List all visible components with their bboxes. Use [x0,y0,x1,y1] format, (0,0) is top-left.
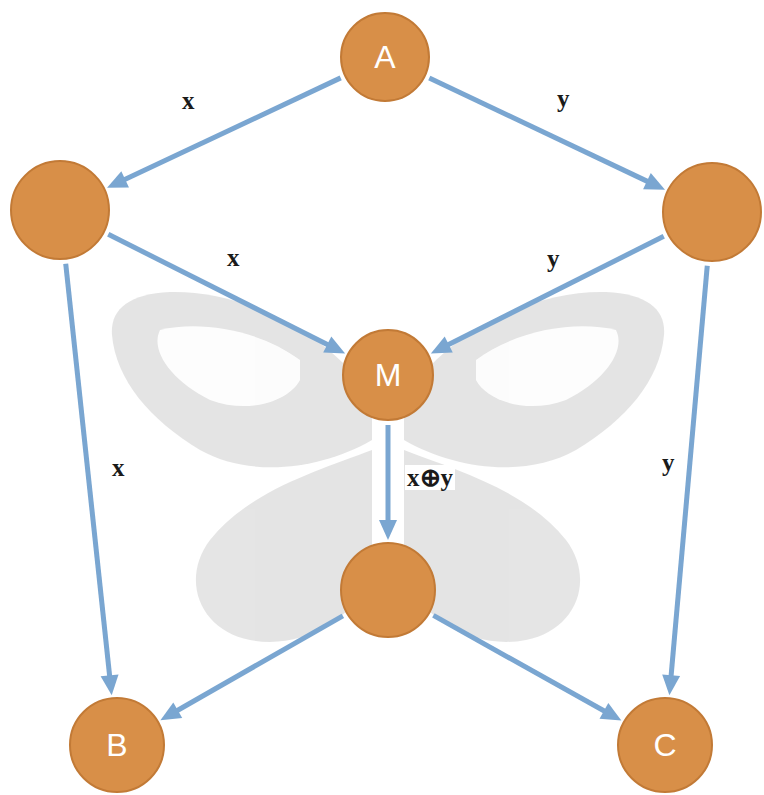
arrow-head [101,674,119,695]
node-label: B [106,729,127,761]
edge-label: y [660,450,677,475]
network-node [340,542,436,638]
edge-label: x [225,245,242,270]
flow-arrow [108,234,345,353]
flow-arrow [429,78,665,190]
arrow-line [108,234,331,346]
arrow-line [433,615,607,712]
arrow-line [386,425,391,524]
edge-label: y [545,246,562,271]
flow-arrow [160,616,342,720]
arrow-line [122,78,341,181]
network-node: M [342,329,434,421]
edge-label: x [180,88,197,113]
left-upper-wing [112,292,372,467]
arrow-head [379,520,397,540]
arrow-head [643,173,665,190]
network-node: C [617,697,713,793]
node-label: M [375,359,402,391]
arrow-line [66,264,110,680]
edge-label: x [110,455,127,480]
flow-arrow [431,236,664,353]
arrow-line [445,236,664,346]
arrow-line [429,78,650,183]
edge-label: y [555,86,572,111]
flow-arrow [107,78,341,188]
right-upper-wing [404,292,664,467]
arrow-head [600,703,622,721]
flow-arrow [379,425,397,540]
left-wing-inner [157,326,300,406]
arrow-head [107,171,129,188]
arrow-head [662,674,680,695]
node-label: C [653,729,676,761]
arrow-head [431,336,453,353]
network-node: A [340,12,430,102]
network-node [10,160,110,260]
flow-arrow [662,266,707,695]
node-label: A [374,41,395,73]
arrow-line [174,616,343,712]
flow-arrow [433,615,621,720]
arrow-head [160,702,182,720]
network-node [662,162,762,262]
right-wing-inner [476,326,619,406]
arrow-head [323,336,345,353]
network-node: B [69,697,165,793]
edge-label: x⊕y [405,465,455,490]
right-lower-wing [404,450,580,642]
